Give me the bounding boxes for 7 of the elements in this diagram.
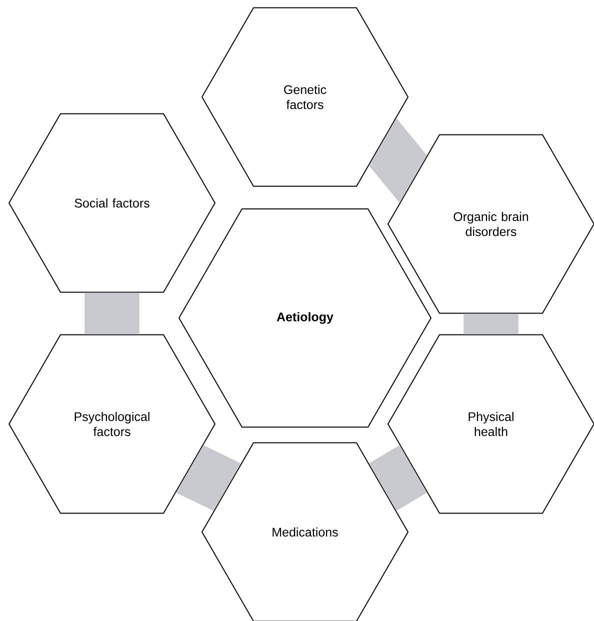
connector-band <box>368 445 428 511</box>
hexagon: Organic brain disorders <box>387 134 594 314</box>
connector-band <box>84 292 140 334</box>
connector-band <box>368 118 428 203</box>
hexagon: Physical health <box>387 334 594 514</box>
connector-band <box>176 445 242 511</box>
connector-band <box>464 314 518 334</box>
